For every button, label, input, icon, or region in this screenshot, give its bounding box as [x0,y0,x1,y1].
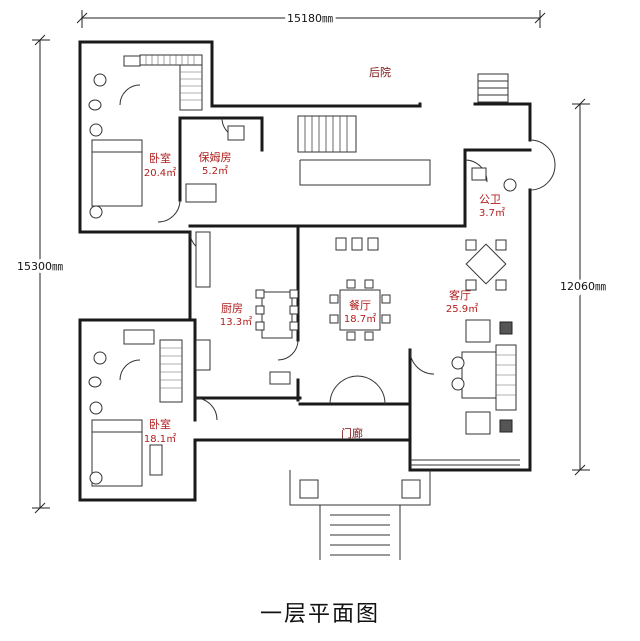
dimension-right: 12060㎜ [557,98,609,476]
room-public-wc-name: 公卫 [479,193,501,206]
closets [123,54,203,403]
dimension-top: 15180㎜ [76,9,546,28]
room-maid-name: 保姆房 [199,150,232,164]
room-porch-name: 门廊 [341,426,363,440]
room-bedroom-top-name: 卧室 [149,151,171,165]
dimension-left: 15300㎜ [14,34,66,514]
room-dining-name: 餐厅 [349,298,371,312]
beds [89,123,163,487]
room-living-area: 25.9㎡ [446,303,478,315]
maid-room-furniture [185,125,245,203]
room-bedroom-top-area: 20.4㎡ [144,167,176,179]
room-kitchen-name: 厨房 [221,302,243,315]
room-public-wc-area: 3.7㎡ [479,207,505,219]
stairs [297,73,509,186]
room-backyard-name: 后院 [369,65,391,79]
dimension-right-label: 12060㎜ [560,280,606,293]
bathroom-fixtures [88,73,517,388]
room-dining-area: 18.7㎡ [344,313,376,325]
dimension-top-label: 15180㎜ [287,12,333,25]
room-kitchen-area: 13.3㎡ [220,316,252,328]
room-bedroom-bottom-name: 卧室 [149,417,171,431]
dimension-left-label: 15300㎜ [17,260,63,273]
room-maid-area: 5.2㎡ [202,165,228,177]
kitchen-furniture [195,231,299,385]
dining-furniture [329,237,391,341]
porch-structure [289,459,520,560]
room-living-name: 客厅 [449,288,471,302]
living-furniture [451,239,517,435]
plan-title: 一层平面图 [259,602,380,627]
walls [78,40,532,502]
room-bedroom-bottom-area: 18.1㎡ [144,433,176,445]
